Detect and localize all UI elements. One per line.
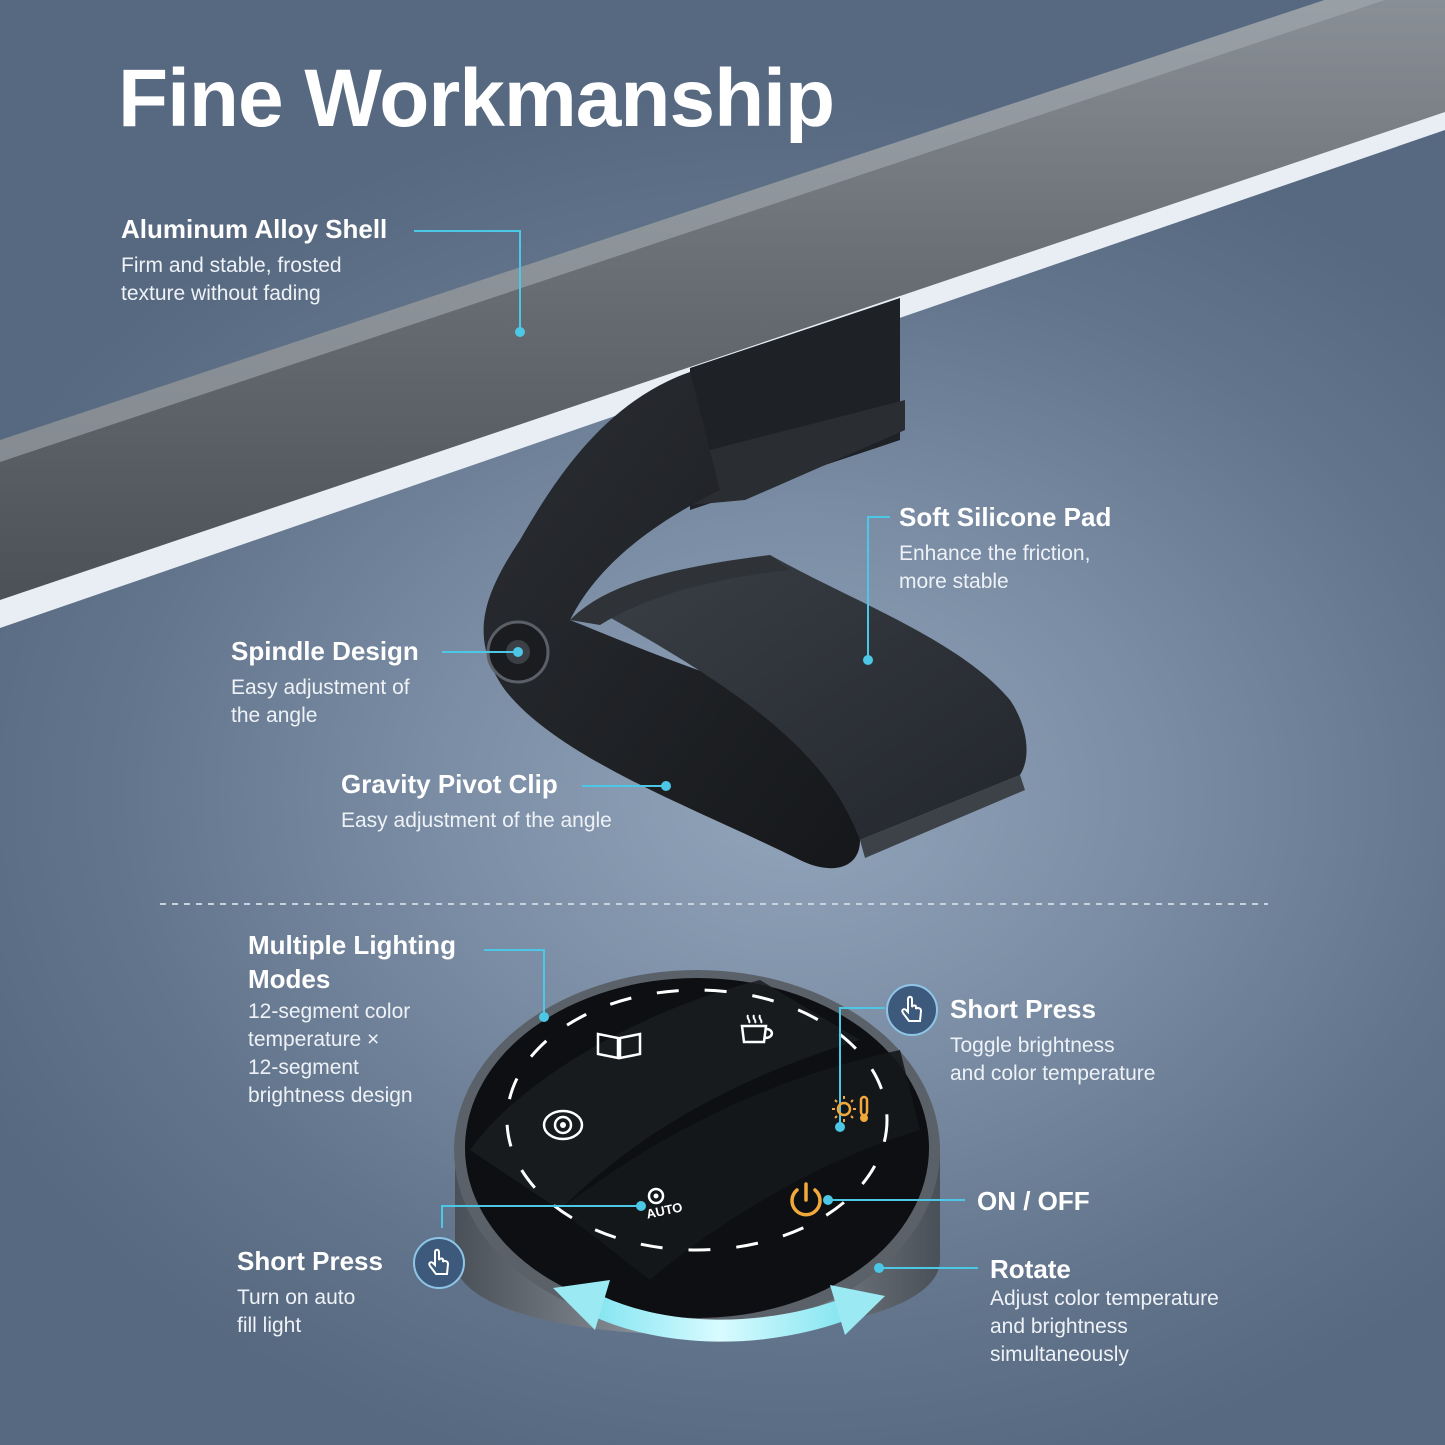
feature-desc-modes-1: 12-segment color (248, 1000, 411, 1023)
hand-press-icon (413, 1237, 465, 1289)
feature-desc-modes-4: brightness design (248, 1084, 413, 1107)
feature-heading-short-press-right: Short Press (950, 994, 1096, 1024)
feature-heading-modes-1: Multiple Lighting (248, 930, 456, 960)
feature-desc-short-press-left-1: Turn on auto (237, 1286, 356, 1309)
eye-care-icon (542, 1108, 584, 1142)
book-icon (594, 1030, 644, 1060)
brightness-temperature-icon (830, 1094, 874, 1124)
hand-press-icon (886, 984, 938, 1036)
clip-stem (690, 298, 905, 510)
feature-heading-spindle: Spindle Design (231, 636, 419, 666)
feature-heading-gravity: Gravity Pivot Clip (341, 769, 558, 799)
feature-desc-short-press-right-1: Toggle brightness (950, 1034, 1115, 1057)
gravity-pivot-clip (483, 372, 1027, 869)
feature-desc-silicone-2: more stable (899, 570, 1009, 593)
page-title: Fine Workmanship (118, 53, 835, 144)
feature-heading-aluminum: Aluminum Alloy Shell (121, 214, 388, 244)
feature-desc-silicone-1: Enhance the friction, (899, 542, 1091, 565)
auto-fill-light-icon: AUTO (644, 1186, 694, 1222)
feature-desc-spindle-1: Easy adjustment of (231, 676, 410, 699)
coffee-icon (736, 1012, 778, 1046)
feature-desc-modes-3: 12-segment (248, 1056, 359, 1079)
callout-lines (414, 230, 978, 1269)
feature-desc-short-press-left-2: fill light (237, 1314, 302, 1337)
feature-desc-short-press-right-2: and color temperature (950, 1062, 1156, 1085)
feature-desc-rotate-2: and brightness (990, 1315, 1128, 1338)
feature-desc-aluminum-1: Firm and stable, frosted (121, 254, 342, 277)
rotate-arrow-icon (553, 1280, 885, 1342)
feature-heading-silicone: Soft Silicone Pad (899, 502, 1112, 532)
feature-desc-rotate-3: simultaneously (990, 1343, 1129, 1366)
callout-dots (513, 327, 884, 1273)
feature-desc-spindle-2: the angle (231, 704, 318, 727)
feature-desc-rotate-1: Adjust color temperature (990, 1287, 1219, 1310)
feature-desc-aluminum-2: texture without fading (121, 282, 321, 305)
feature-desc-gravity-1: Easy adjustment of the angle (341, 809, 612, 832)
feature-heading-rotate: Rotate (990, 1254, 1071, 1284)
feature-heading-on-off: ON / OFF (977, 1186, 1090, 1216)
power-icon (785, 1182, 827, 1220)
feature-heading-short-press-left: Short Press (237, 1246, 383, 1276)
feature-heading-modes-2: Modes (248, 964, 331, 994)
feature-desc-modes-2: temperature × (248, 1028, 380, 1051)
controller-knob (454, 970, 940, 1335)
